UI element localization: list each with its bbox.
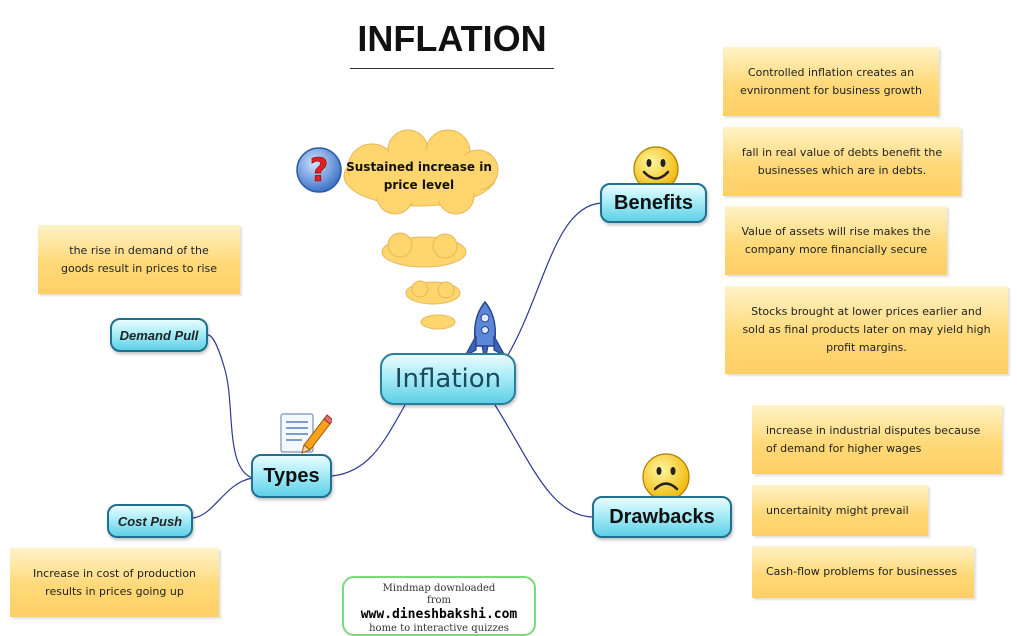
connector-types (331, 404, 406, 477)
node-cost-push[interactable]: Cost Push (107, 504, 193, 538)
thought-puffs (381, 232, 467, 330)
watermark-line-4: home to interactive quizzes (369, 623, 509, 634)
definition-cloud-text: Sustained increase in price level (346, 160, 492, 192)
benefit-note-2: fall in real value of debts benefit the … (723, 127, 961, 196)
page-title: INFLATION (350, 18, 554, 69)
watermark-line-1: Mindmap downloaded (382, 583, 496, 594)
connector-demand-pull (207, 334, 254, 479)
watermark-box: Mindmap downloaded from www.dineshbakshi… (342, 576, 536, 636)
node-drawbacks[interactable]: Drawbacks (592, 496, 732, 538)
watermark-url[interactable]: www.dineshbakshi.com (360, 607, 518, 622)
smiley-sad-icon (642, 453, 690, 501)
rocket-icon (463, 300, 507, 363)
svg-text:?: ? (310, 151, 329, 189)
connector-cost-push (192, 477, 254, 519)
question-mark-icon: ? (296, 147, 342, 193)
node-types[interactable]: Types (251, 454, 332, 498)
watermark-line-2: from (427, 595, 451, 606)
node-demand-pull[interactable]: Demand Pull (110, 318, 208, 352)
drawback-note-2: uncertainity might prevail (752, 485, 928, 536)
demand-pull-note: the rise in demand of the goods result i… (38, 225, 240, 294)
notepad-pencil-icon (280, 413, 332, 454)
connector-drawbacks (494, 404, 595, 518)
central-node-inflation[interactable]: Inflation (380, 353, 516, 405)
benefit-note-4: Stocks brought at lower prices earlier a… (725, 286, 1008, 374)
benefit-note-1: Controlled inflation creates an evnironm… (723, 47, 939, 116)
benefit-note-3: Value of assets will rise makes the comp… (725, 206, 947, 275)
connector-benefits (507, 202, 603, 356)
node-benefits[interactable]: Benefits (600, 183, 707, 223)
cost-push-note: Increase in cost of production results i… (10, 548, 219, 617)
drawback-note-3: Cash-flow problems for businesses (752, 546, 974, 598)
drawback-note-1: increase in industrial disputes because … (752, 405, 1002, 474)
